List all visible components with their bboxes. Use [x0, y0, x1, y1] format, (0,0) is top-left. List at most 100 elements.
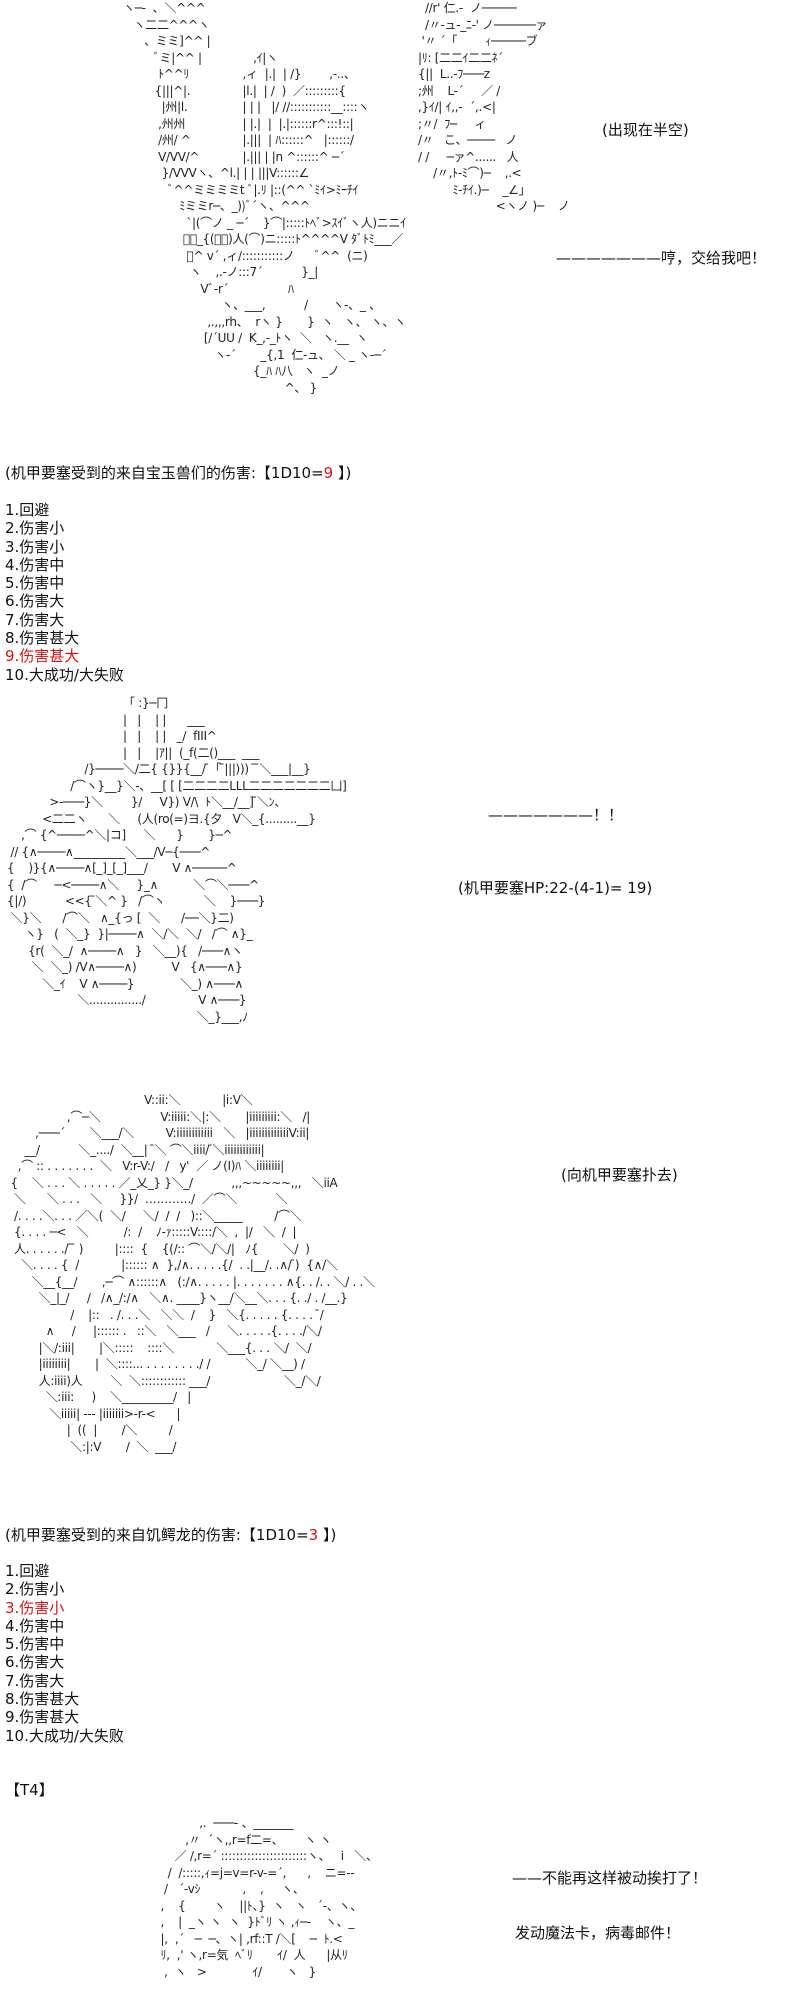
damage-option: 4.伤害中 [5, 1616, 65, 1635]
aa-line: ﾞ^^ミミミミt ﾞ|.ﾘ [123, 182, 267, 197]
damage-option: 1.回避 [5, 1562, 50, 1580]
dialogue-activate-magic-card: 发动魔法卡，病毒邮件！ [515, 1924, 681, 1942]
aa-line: | (( | /＼ / [0, 1423, 173, 1437]
aa-row: {_ﾊ ﾊ八 ヽ _ノ [123, 363, 570, 380]
aa-line: 人. . . . . ./ ̄ ̄ ) |:::: { {(/:: ⌒＼/＼/|… [0, 1241, 310, 1256]
aa-row: ヽ ,.-ノ:::7´ }_| [123, 264, 570, 281]
roll-value: 3 [308, 1526, 319, 1544]
aa-line: ヽ二二^^^ヽ [123, 17, 210, 32]
damage-option: 6.伤害大 [5, 1653, 65, 1672]
hp-status-text: (机甲要塞HP:22-(4-1)= 19) [458, 879, 653, 897]
dialogue-exclaim: ———————！！ [488, 806, 624, 824]
aa-row: ﾞ^^ミミミミt ﾞ|.ﾘ |::(^^ `ﾐｲ>ﾐｰﾁｲﾐ-ﾁｲ.)─ _∠」 [123, 182, 570, 199]
damage-option: 5.伤害中 [5, 574, 65, 593]
ascii-art-character: ,. ───‐ 、_______ ,〃 ´ヽ,,r=f二=、 ヽ ヽ ／ /,r… [150, 1815, 378, 1980]
aa-line: ＼_ｲ V ∧────} ＼_) ∧───∧ [0, 976, 243, 991]
damage-option: 1.回避 [5, 501, 50, 519]
aa-line: ヽ ,.-ノ:::7´ }_| [123, 265, 319, 279]
aa-line: ,}ｲ/| ｲ,,- ´,.<| [418, 100, 496, 114]
damage-option: 8.伤害甚大 [5, 629, 80, 648]
aa-line: ＼__{__/ ,─⌒ ∧::::::∧ (:/∧. . . . . |. . … [0, 1274, 375, 1289]
caption-pounce: (向机甲要塞扑去) [561, 1166, 678, 1184]
aa-line: <二二ヽ ＼ (人(ro(=)ヨ.{夕 V＼_{.........__} [0, 811, 316, 826]
damage-option: 2.伤害小 [5, 1580, 65, 1599]
aa-row: ヽ─- 、＼^^^ //r' 仁.- ノ───── [123, 0, 570, 17]
aa-line: |ﾘ: [二二ｲ二二ﾈ´ [418, 50, 503, 65]
dialogue-cant-keep-taking-hits: ——不能再这样被动挨打了！ [512, 1869, 708, 1887]
damage-option: 5.伤害中 [5, 1635, 65, 1654]
aa-row: ﾄ^^ﾘ ,ィ |.| | /} ,-..、{|| L..-ﾌ───z [123, 66, 570, 83]
roll-value: 9 [323, 464, 334, 482]
aa-line: ,〃 ´ヽ,,r=f二=、 ヽ ヽ [150, 1832, 332, 1847]
aa-row: ﾞ、_{(⌒⌒)人(⌒)ニ:::::ﾄ^^^^V ﾀﾞﾄﾐ___／ [123, 231, 570, 248]
aa-line: {|| L..-ﾌ───z [418, 67, 490, 81]
aa-line: ,⌒ {^────^＼|コ] ＼ } }─^ [0, 828, 233, 842]
aa-line: /}────＼/二{ {}}{__/ ̄「 ̄|||))) ̄ ̄＼___|__… [0, 762, 311, 776]
aa-line: ﾞミ|^^ | [123, 50, 202, 65]
damage-option: 3.伤害小 [5, 537, 65, 556]
caption-appear-midair: (出现在半空) [602, 121, 689, 139]
aa-line: {_ﾊ ﾊ八 ヽ _ノ [123, 364, 340, 378]
aa-line: }/VVVヽ、^l.| | [123, 166, 248, 180]
aa-line: / ´-vｼ , , ヽ、 [150, 1882, 305, 1896]
aa-line: ＼_}___,ﾉ [0, 1009, 248, 1024]
aa-line: ;州 L-´ ／ / [418, 83, 500, 98]
aa-line: |州|l. [123, 100, 188, 114]
aa-line: ＼}＼ /⌒＼ ∧_{っ [ ＼ /──＼}二) [0, 910, 234, 925]
aa-line: ﾐミミr─、_))ﾞ´ヽ、^^^ [123, 199, 310, 213]
damage-option: 9.伤害甚大 [5, 1708, 80, 1727]
aa-line: |iiiiiiii| | ＼::::... . . . . . . . ./ /… [0, 1357, 305, 1371]
aa-line: {r( ＼_/ ∧────∧ } ＼__){ /───∧ヽ [0, 943, 243, 958]
aa-line: /. . . .＼. . . ／＼( ＼/ ＼/ / / )::＼_____ /… [0, 1208, 302, 1223]
aa-line: | | |ｱ|| (_f(二()___ ___ [0, 745, 260, 760]
damage-option: 3.伤害小 [5, 1598, 65, 1617]
aa-line: | |||V::::::∠ [247, 166, 310, 180]
aa-line: Vﾞ-r´ ﾊ [123, 281, 294, 296]
aa-line: ^、 } [123, 380, 318, 395]
aa-row: ヽ-´ _{,1 仁-ュ、 ＼ _ ヽ-─´ [123, 347, 570, 364]
aa-line: //r' 仁.- ノ───── [418, 1, 517, 15]
aa-row: V/VV/^ |.||| | |n ^::::::^ ─´/ / ─ァ^....… [123, 149, 570, 166]
roll-prefix: (机甲要塞受到的来自宝玉兽们的伤害:【1D10= [5, 464, 324, 482]
aa-line: __/ ＼_..../ ＼__| ̄＼ ⌒＼iiii/ ̄＼iiiiiiiiii… [0, 1142, 265, 1157]
roll-suffix: 】) [318, 1526, 337, 1544]
aa-line: /〃-ュ-_ﾆ-' ノ──────ァ [418, 17, 548, 32]
damage-option: 4.伤害中 [5, 555, 65, 574]
damage-option: 10.大成功/大失败 [5, 1726, 124, 1745]
roll-prefix: (机甲要塞受到的来自饥鳄龙的伤害:【1D10= [5, 1526, 309, 1544]
aa-line: ﾞ、_{(⌒⌒)人(⌒)ニ:::::ﾄ^^^^V ﾀﾞﾄﾐ___／ [123, 232, 404, 246]
aa-line: V/VV/^ [123, 149, 200, 164]
aa-line: ＼ ＼_) /V∧────∧) V {∧───∧} [0, 960, 243, 974]
aa-line: 人:iiii)人 ＼ ＼:::::::::::: ___/ ＼_/＼/ [0, 1373, 321, 1388]
aa-line: , ヽ > ｲ/ ヽ } [150, 1964, 316, 1979]
aa-row: }/VVVヽ、^l.| | | |||V::::::∠/〃,ﾄ-ﾐ⌒)─ ,.< [123, 165, 570, 182]
aa-row: /州/ ^ |.||| | ﾊ::::::^ |:::::://〃 こ、────… [123, 132, 570, 149]
aa-line: 「 :}─冂 [0, 696, 168, 710]
dialogue-leave-it-to-me: ———————哼，交给我吧！ [556, 249, 767, 267]
aa-line: ＼ ＼ . . . ＼ }}/ ‥‥‥‥‥‥/ ／⌒＼ ＼ [0, 1192, 288, 1206]
aa-line: | | | | ___ [0, 712, 205, 727]
aa-row: ﾐミミr─、_))ﾞ´ヽ、^^^<ヽノ )─ ノ [123, 198, 570, 215]
roll-suffix: 】) [333, 464, 352, 482]
aa-line: |.||| | ﾊ::::::^ |::::::/ [232, 133, 354, 147]
aa-line: '〃 ´「 ｨ─────ブ [418, 34, 538, 48]
aa-line: /州/ ^ [123, 133, 191, 147]
aa-line: ＼_|_/ / /∧_/:/∧ ＼∧. ____}ヽ__/＼__＼. . . {… [0, 1291, 348, 1305]
aa-row: 、ミミ]^^ | '〃 ´「 ｨ─────ブ [123, 33, 570, 50]
aa-row: ,.,,,rh、 rヽ } } ヽ ヽ、 ヽ、ヽ [123, 314, 570, 331]
aa-row: ﾞ^ v´ ,ィ/:::::::::::ノ ﾞ^^ (ニ) [123, 248, 570, 265]
aa-line: ヽ} ( ＼_} }|────∧ ＼/＼ ＼/ /⌒ ∧}_ [0, 927, 253, 941]
aa-line: ∧ / |:::::: . ::＼ ＼___ / ＼. . . . .{. . … [0, 1324, 322, 1338]
aa-line: | |.| | |.|::::::r^:::!::| [232, 116, 354, 131]
aa-line: |l.| | / ) ／:::::::::{ [232, 83, 347, 98]
aa-line: |, ,´ ─ ─、ヽ| ,rf::T /＼[ ─ ﾄ.< [150, 1931, 343, 1946]
aa-line: / /:::::,ｨ=j=v=r-v-=´, , ニ=-- [150, 1865, 355, 1880]
aa-line: ,州州 [123, 116, 186, 131]
damage-option: 8.伤害甚大 [5, 1690, 80, 1709]
aa-line: |＼/:iii| |＼::::: ::::＼ ＼___{. . . ＼/ ＼/ [0, 1340, 312, 1355]
aa-line: ,.,,,rh、 rヽ } } ヽ ヽ、 ヽ、ヽ [123, 314, 406, 329]
aa-row: ヽ、___, / ヽ-、_ 、 [123, 297, 570, 314]
aa-line: {. . . . ─< ＼ /: / ﾉ-ｧ:::::V::::/＼ , |/ … [0, 1225, 297, 1239]
